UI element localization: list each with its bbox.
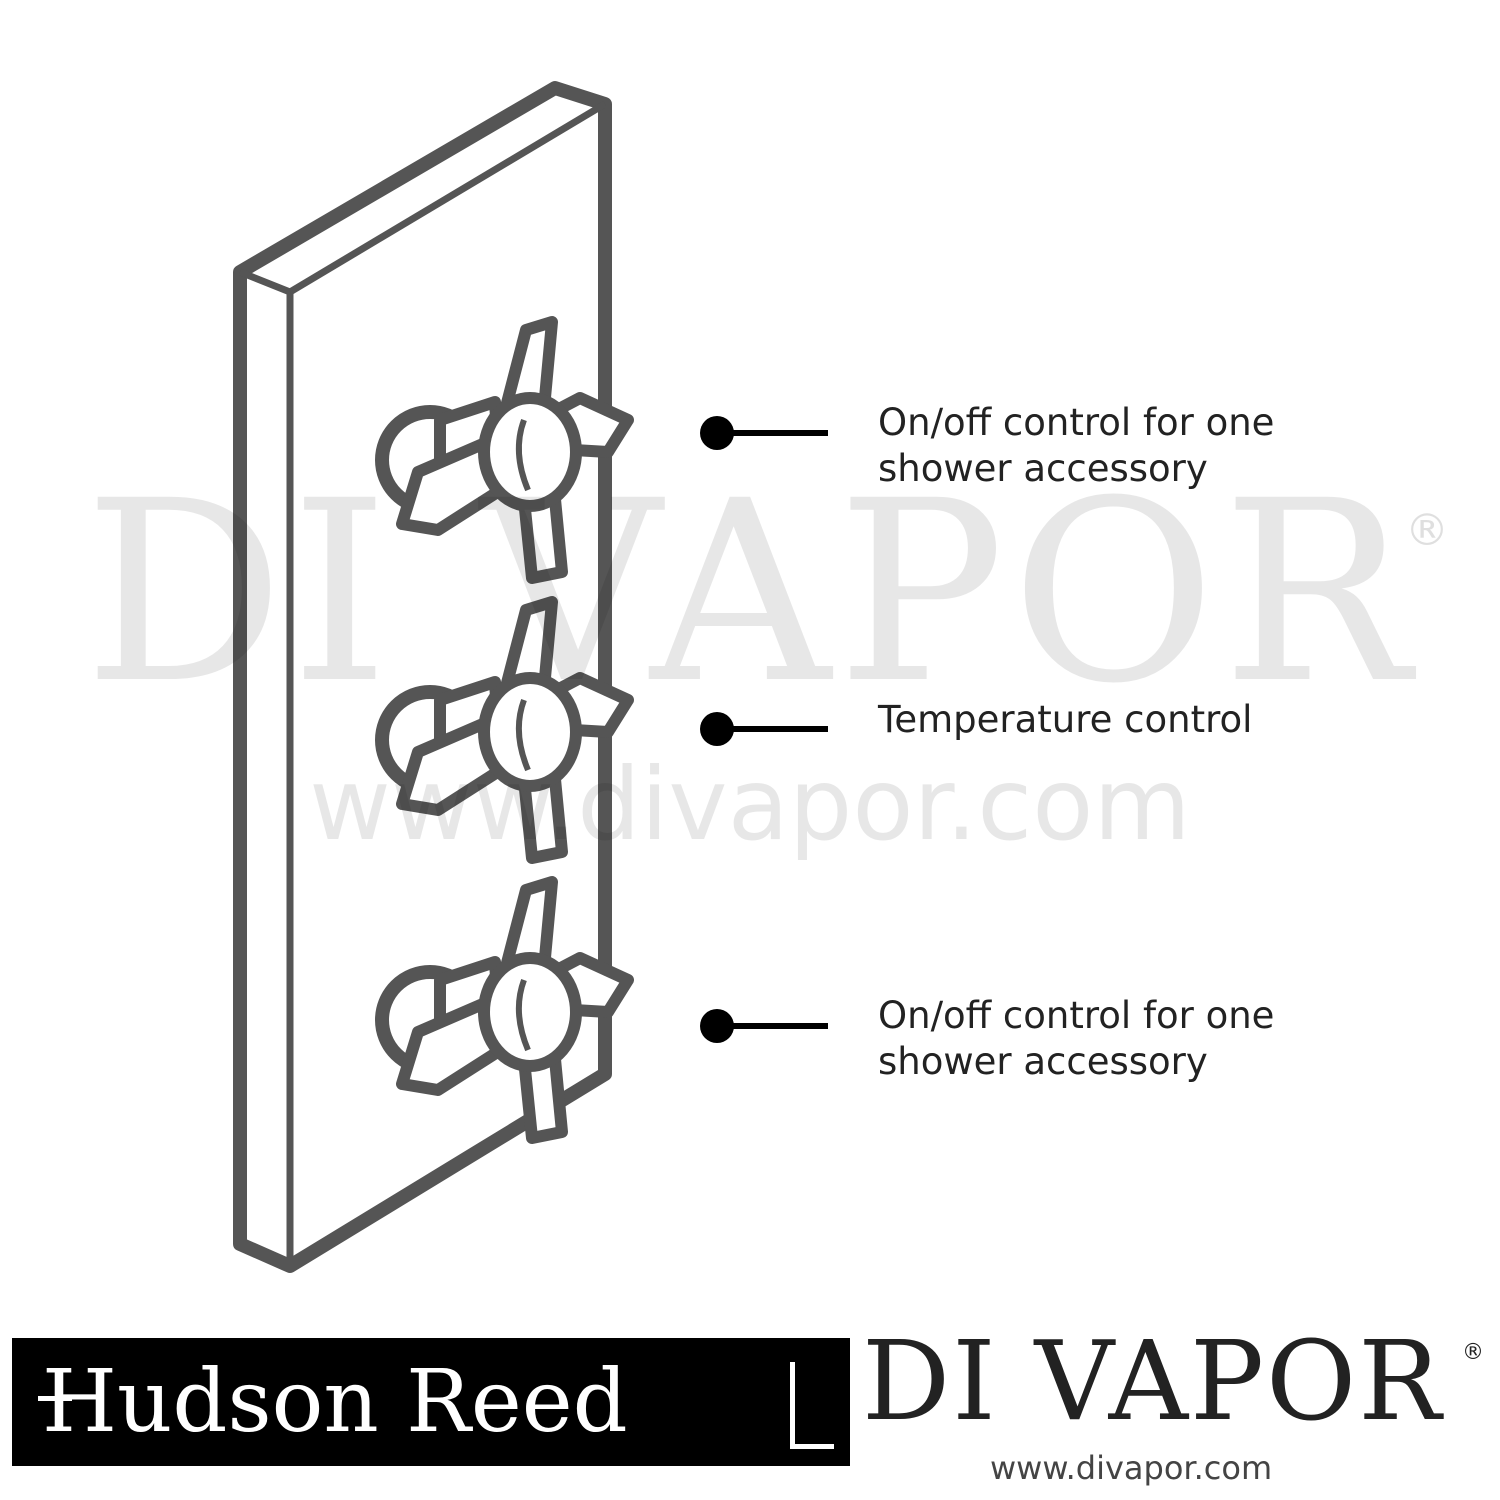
callout-marker-1 — [700, 416, 828, 450]
label-line: shower accessory — [878, 1040, 1208, 1083]
label-temperature-control: Temperature control — [878, 697, 1252, 743]
label-top-control: On/off control for one shower accessory — [878, 400, 1274, 492]
label-bottom-control: On/off control for one shower accessory — [878, 993, 1274, 1085]
watermark-url: www.divapor.com — [309, 746, 1191, 863]
watermark-text: DI VAPOR — [83, 447, 1417, 738]
hudson-reed-logo: Hudson Reed — [12, 1338, 850, 1466]
callout-marker-3 — [700, 1009, 828, 1043]
label-line: Temperature control — [878, 698, 1253, 741]
watermark-registered-mark: ® — [1405, 505, 1449, 556]
divapor-url: www.divapor.com — [990, 1449, 1273, 1487]
label-line: On/off control for one — [878, 994, 1275, 1037]
logo-rule-vertical — [790, 1362, 795, 1448]
hudson-reed-logo-text: Hudson Reed — [42, 1352, 628, 1452]
logo-rule-bottom — [790, 1444, 834, 1449]
callout-marker-2 — [700, 712, 828, 746]
divapor-registered-mark: ® — [1462, 1340, 1484, 1365]
divapor-logo: DI VAPOR — [862, 1317, 1444, 1445]
logo-rule-left — [38, 1396, 72, 1401]
label-line: On/off control for one — [878, 401, 1275, 444]
label-line: shower accessory — [878, 447, 1208, 490]
